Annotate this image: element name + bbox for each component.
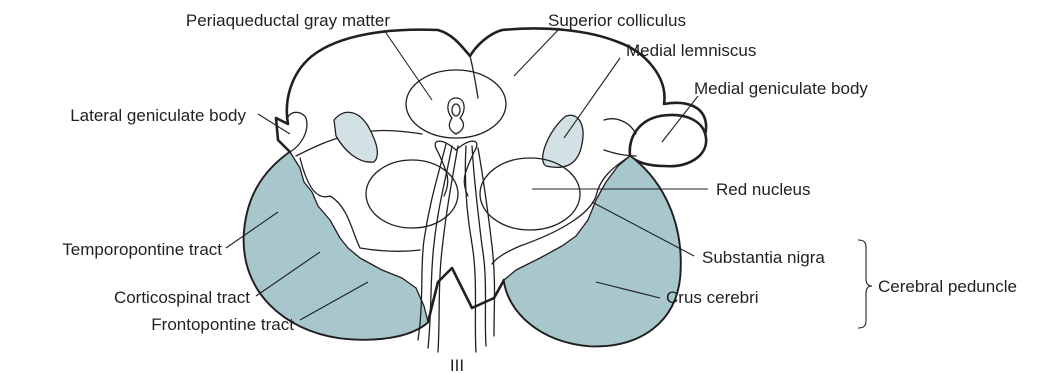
- label-temporopontine-tract: Temporopontine tract: [62, 240, 222, 259]
- label-crus-cerebri: Crus cerebri: [666, 288, 759, 307]
- cerebral-peduncle-brace: [858, 240, 872, 328]
- label-periaqueductal-gray: Periaqueductal gray matter: [186, 11, 390, 30]
- label-oculomotor-nerve: III: [450, 356, 464, 373]
- label-cerebral-peduncle: Cerebral peduncle: [878, 277, 1017, 296]
- label-medial-lemniscus: Medial lemniscus: [626, 41, 756, 60]
- label-corticospinal-tract: Corticospinal tract: [114, 288, 250, 307]
- label-frontopontine-tract: Frontopontine tract: [151, 315, 294, 334]
- label-medial-geniculate-body: Medial geniculate body: [694, 79, 868, 98]
- label-red-nucleus: Red nucleus: [716, 180, 811, 199]
- label-superior-colliculus: Superior colliculus: [548, 11, 686, 30]
- label-lateral-geniculate-body: Lateral geniculate body: [70, 106, 246, 125]
- label-substantia-nigra: Substantia nigra: [702, 248, 825, 267]
